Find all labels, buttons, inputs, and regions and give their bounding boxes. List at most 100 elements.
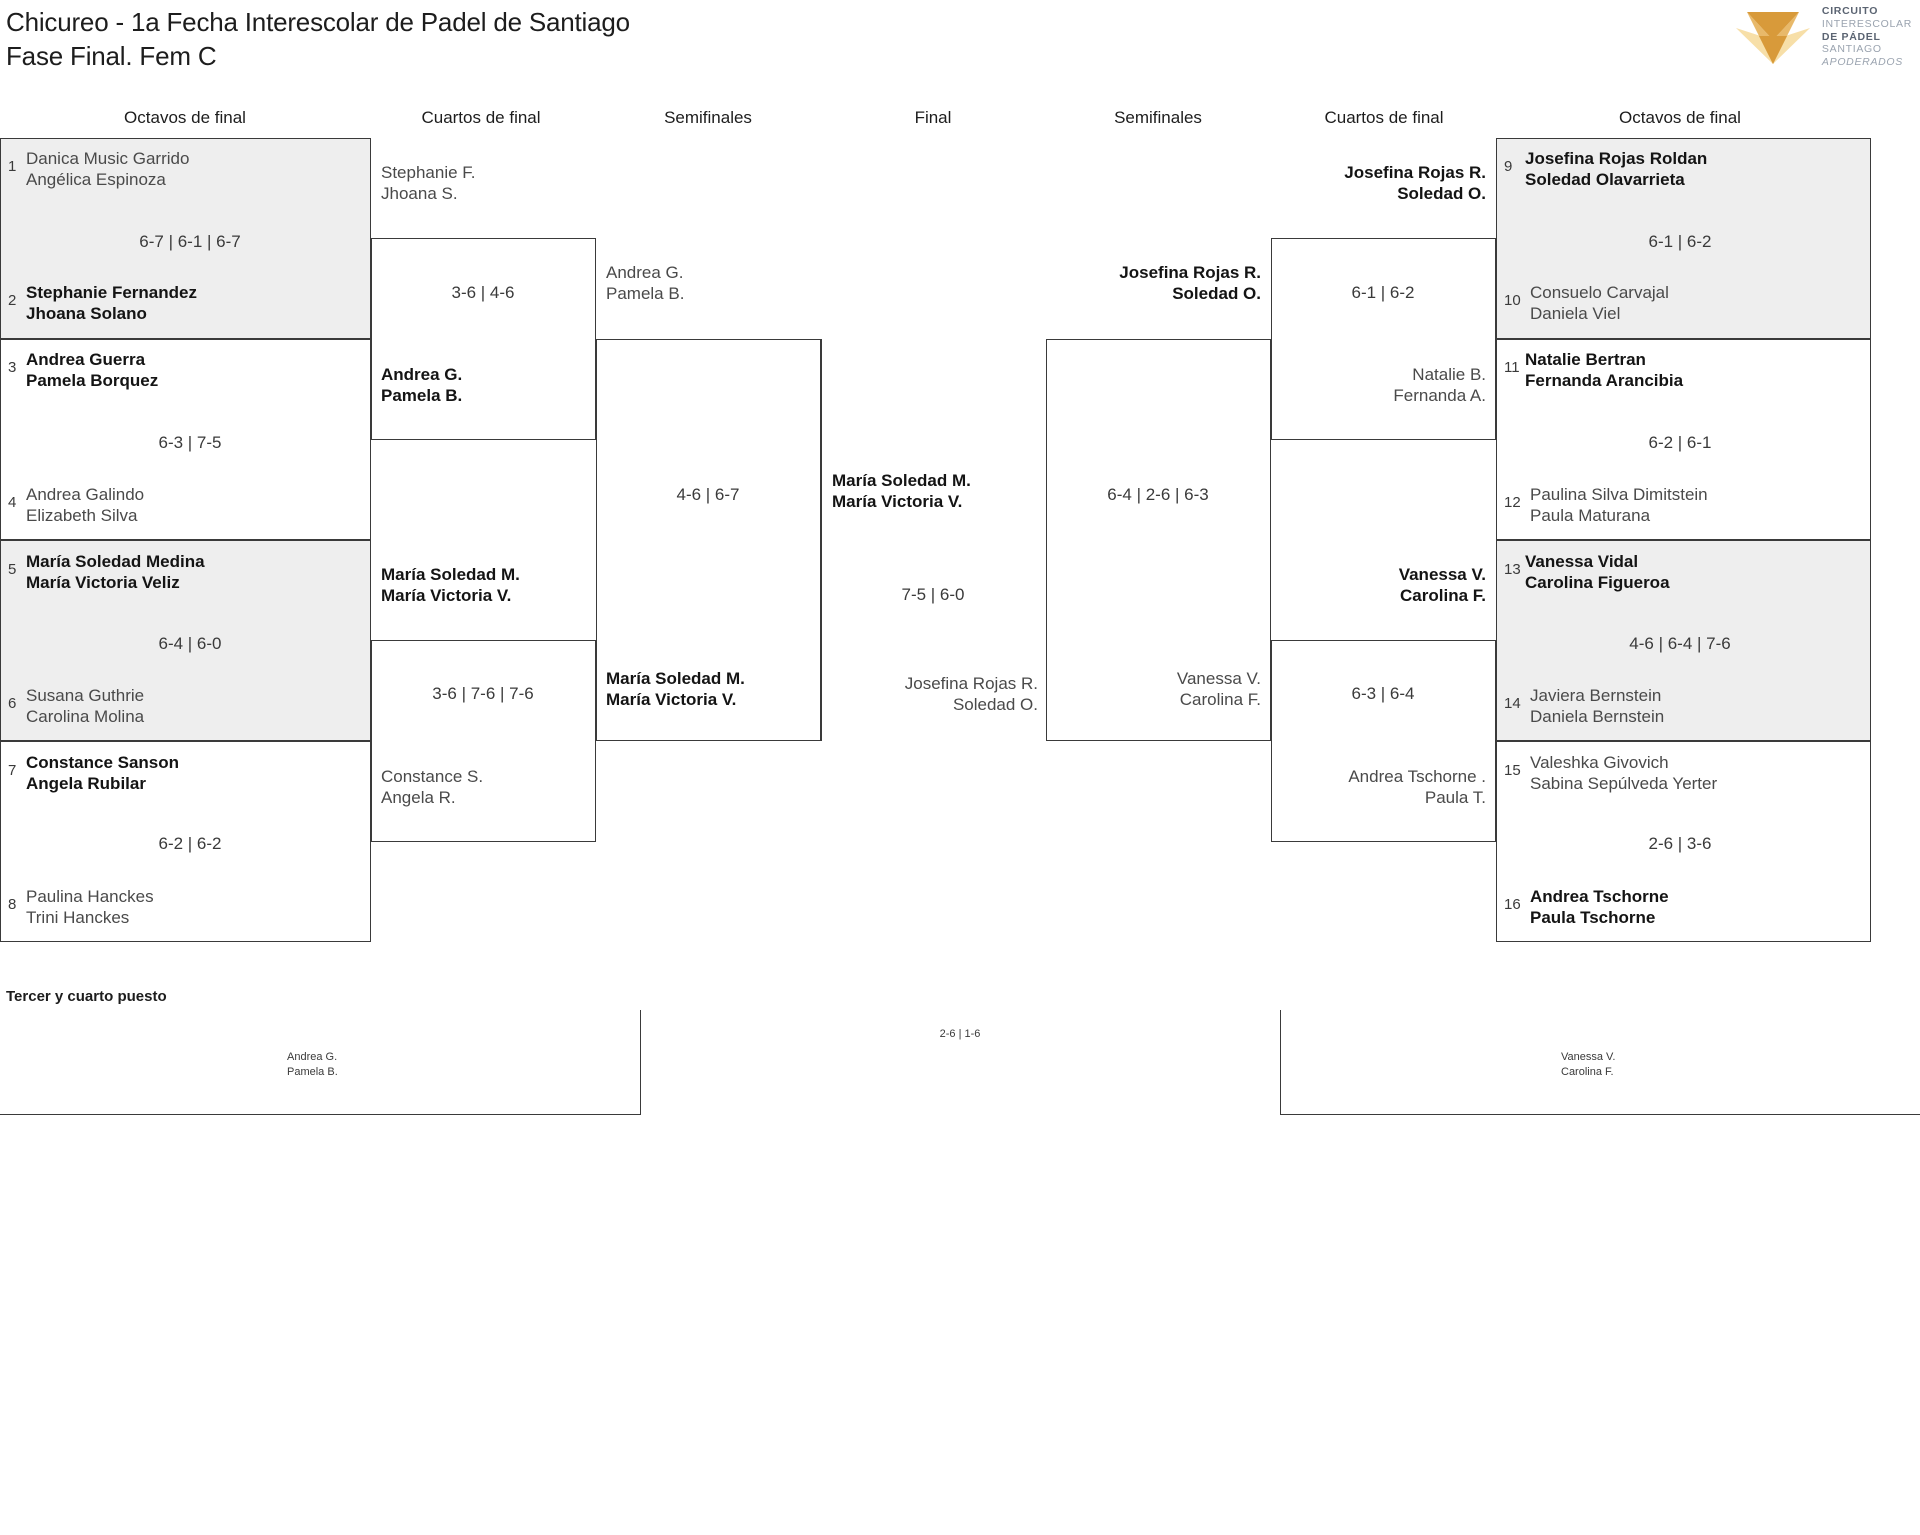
round-heading-left-sf: Semifinales <box>664 108 752 127</box>
seed-number: 4 <box>8 494 17 511</box>
match-score: 6-3 | 7-5 <box>158 433 222 452</box>
match-box-rqf-1[interactable] <box>1271 238 1496 440</box>
chevron-arrow-icon <box>1735 11 1810 64</box>
player-pair: María Soledad M.María Victoria V. <box>381 565 520 606</box>
match-box-lsf[interactable] <box>596 339 821 741</box>
match-box-l16-1[interactable] <box>0 138 371 339</box>
match-box-rsf[interactable] <box>1046 339 1271 741</box>
match-score: 6-4 | 2-6 | 6-3 <box>1107 485 1209 504</box>
third-place-score: 2-6 | 1-6 <box>939 1028 981 1040</box>
logo-line-3: DE PÁDEL <box>1821 30 1881 43</box>
match-score: 6-3 | 6-4 <box>1351 684 1415 703</box>
player-pair: Stephanie F.Jhoana S. <box>381 163 476 204</box>
round-heading-left-qf: Cuartos de final <box>421 108 541 127</box>
seed-number: 16 <box>1504 896 1521 913</box>
match-score: 2-6 | 3-6 <box>1648 834 1712 853</box>
seed-number: 1 <box>8 158 17 175</box>
title-line-2: Fase Final. Fem C <box>6 41 217 72</box>
player-pair: María Soledad M.María Victoria V. <box>606 669 745 710</box>
match-box-lqf-1[interactable] <box>371 238 596 440</box>
final-score: 7-5 | 6-0 <box>901 585 965 604</box>
round-heading-final: Final <box>914 108 952 127</box>
match-box-lqf-2[interactable] <box>371 640 596 842</box>
third-place-connector-right <box>1280 1010 1281 1115</box>
seed-number: 10 <box>1504 292 1521 309</box>
player-pair: Vanessa V.Carolina F. <box>1176 669 1261 710</box>
round-heading-right-r16: Octavos de final <box>1619 108 1741 127</box>
seed-number: 14 <box>1504 695 1521 712</box>
player-pair: Andrea G.Pamela B. <box>606 263 685 304</box>
round-heading-right-qf: Cuartos de final <box>1324 108 1444 127</box>
seed-number: 9 <box>1504 158 1513 175</box>
seed-number: 13 <box>1504 561 1521 578</box>
match-score: 3-6 | 4-6 <box>451 283 515 302</box>
match-box-r16-4[interactable] <box>1496 741 1871 942</box>
brand-logo: CIRCUITO INTERESCOLAR DE PÁDEL SANTIAGO … <box>1734 5 1912 69</box>
player-pair: Josefina Rojas R.Soledad O. <box>1119 263 1261 304</box>
brand-logo-text: CIRCUITO INTERESCOLAR DE PÁDEL SANTIAGO … <box>1822 5 1912 69</box>
final-connector-left <box>821 339 822 741</box>
match-box-l16-2[interactable] <box>0 339 371 540</box>
seed-number: 8 <box>8 896 17 913</box>
logo-line-5: APODERADOS <box>1821 56 1904 69</box>
third-place-left-pair: Andrea G.Pamela B. <box>287 1051 338 1078</box>
logo-line-1: CIRCUITO <box>1821 5 1879 17</box>
title-line-1: Chicureo - 1a Fecha Interescolar de Pade… <box>6 7 630 37</box>
match-score: 6-2 | 6-2 <box>158 834 222 853</box>
logo-line-4: SANTIAGO <box>1821 43 1882 56</box>
match-score: 4-6 | 6-4 | 7-6 <box>1629 634 1731 653</box>
match-box-l16-3[interactable] <box>0 540 371 741</box>
seed-number: 15 <box>1504 762 1521 779</box>
match-score: 6-2 | 6-1 <box>1648 433 1712 452</box>
runnerup-pair: Josefina Rojas R.Soledad O. <box>904 674 1038 715</box>
match-box-l16-4[interactable] <box>0 741 371 942</box>
third-place-heading: Tercer y cuarto puesto <box>6 988 167 1005</box>
page-title: Chicureo - 1a Fecha Interescolar de Pade… <box>6 5 630 74</box>
match-box-rqf-2[interactable] <box>1271 640 1496 842</box>
match-score: 6-1 | 6-2 <box>1351 283 1415 302</box>
match-score: 4-6 | 6-7 <box>676 485 740 504</box>
match-score: 6-7 | 6-1 | 6-7 <box>139 232 241 251</box>
third-place-right-pair: Vanessa V.Carolina F. <box>1561 1051 1616 1078</box>
round-heading-right-sf: Semifinales <box>1114 108 1202 127</box>
player-pair: Natalie B.Fernanda A. <box>1393 365 1486 406</box>
match-score: 6-1 | 6-2 <box>1648 232 1712 251</box>
player-pair: Constance S.Angela R. <box>381 767 484 808</box>
logo-line-2: INTERESCOLAR <box>1821 17 1912 30</box>
match-score: 3-6 | 7-6 | 7-6 <box>432 684 534 703</box>
match-box-r16-1[interactable] <box>1496 138 1871 339</box>
round-heading-left-r16: Octavos de final <box>124 108 246 127</box>
champion-pair: María Soledad M.María Victoria V. <box>832 471 971 512</box>
match-box-r16-3[interactable] <box>1496 540 1871 741</box>
seed-number: 5 <box>8 561 17 578</box>
player-pair: Andrea Tschorne .Paula T. <box>1348 767 1486 808</box>
seed-number: 6 <box>8 695 17 712</box>
seed-number: 7 <box>8 762 17 779</box>
seed-number: 11 <box>1504 359 1520 376</box>
match-box-r16-2[interactable] <box>1496 339 1871 540</box>
seed-number: 2 <box>8 292 17 309</box>
third-place-connector-left <box>640 1010 641 1115</box>
seed-number: 3 <box>8 359 17 376</box>
seed-number: 12 <box>1504 494 1521 511</box>
third-place-rule-left <box>0 1114 641 1115</box>
match-score: 6-4 | 6-0 <box>158 634 222 653</box>
player-pair: Andrea G.Pamela B. <box>381 365 463 406</box>
